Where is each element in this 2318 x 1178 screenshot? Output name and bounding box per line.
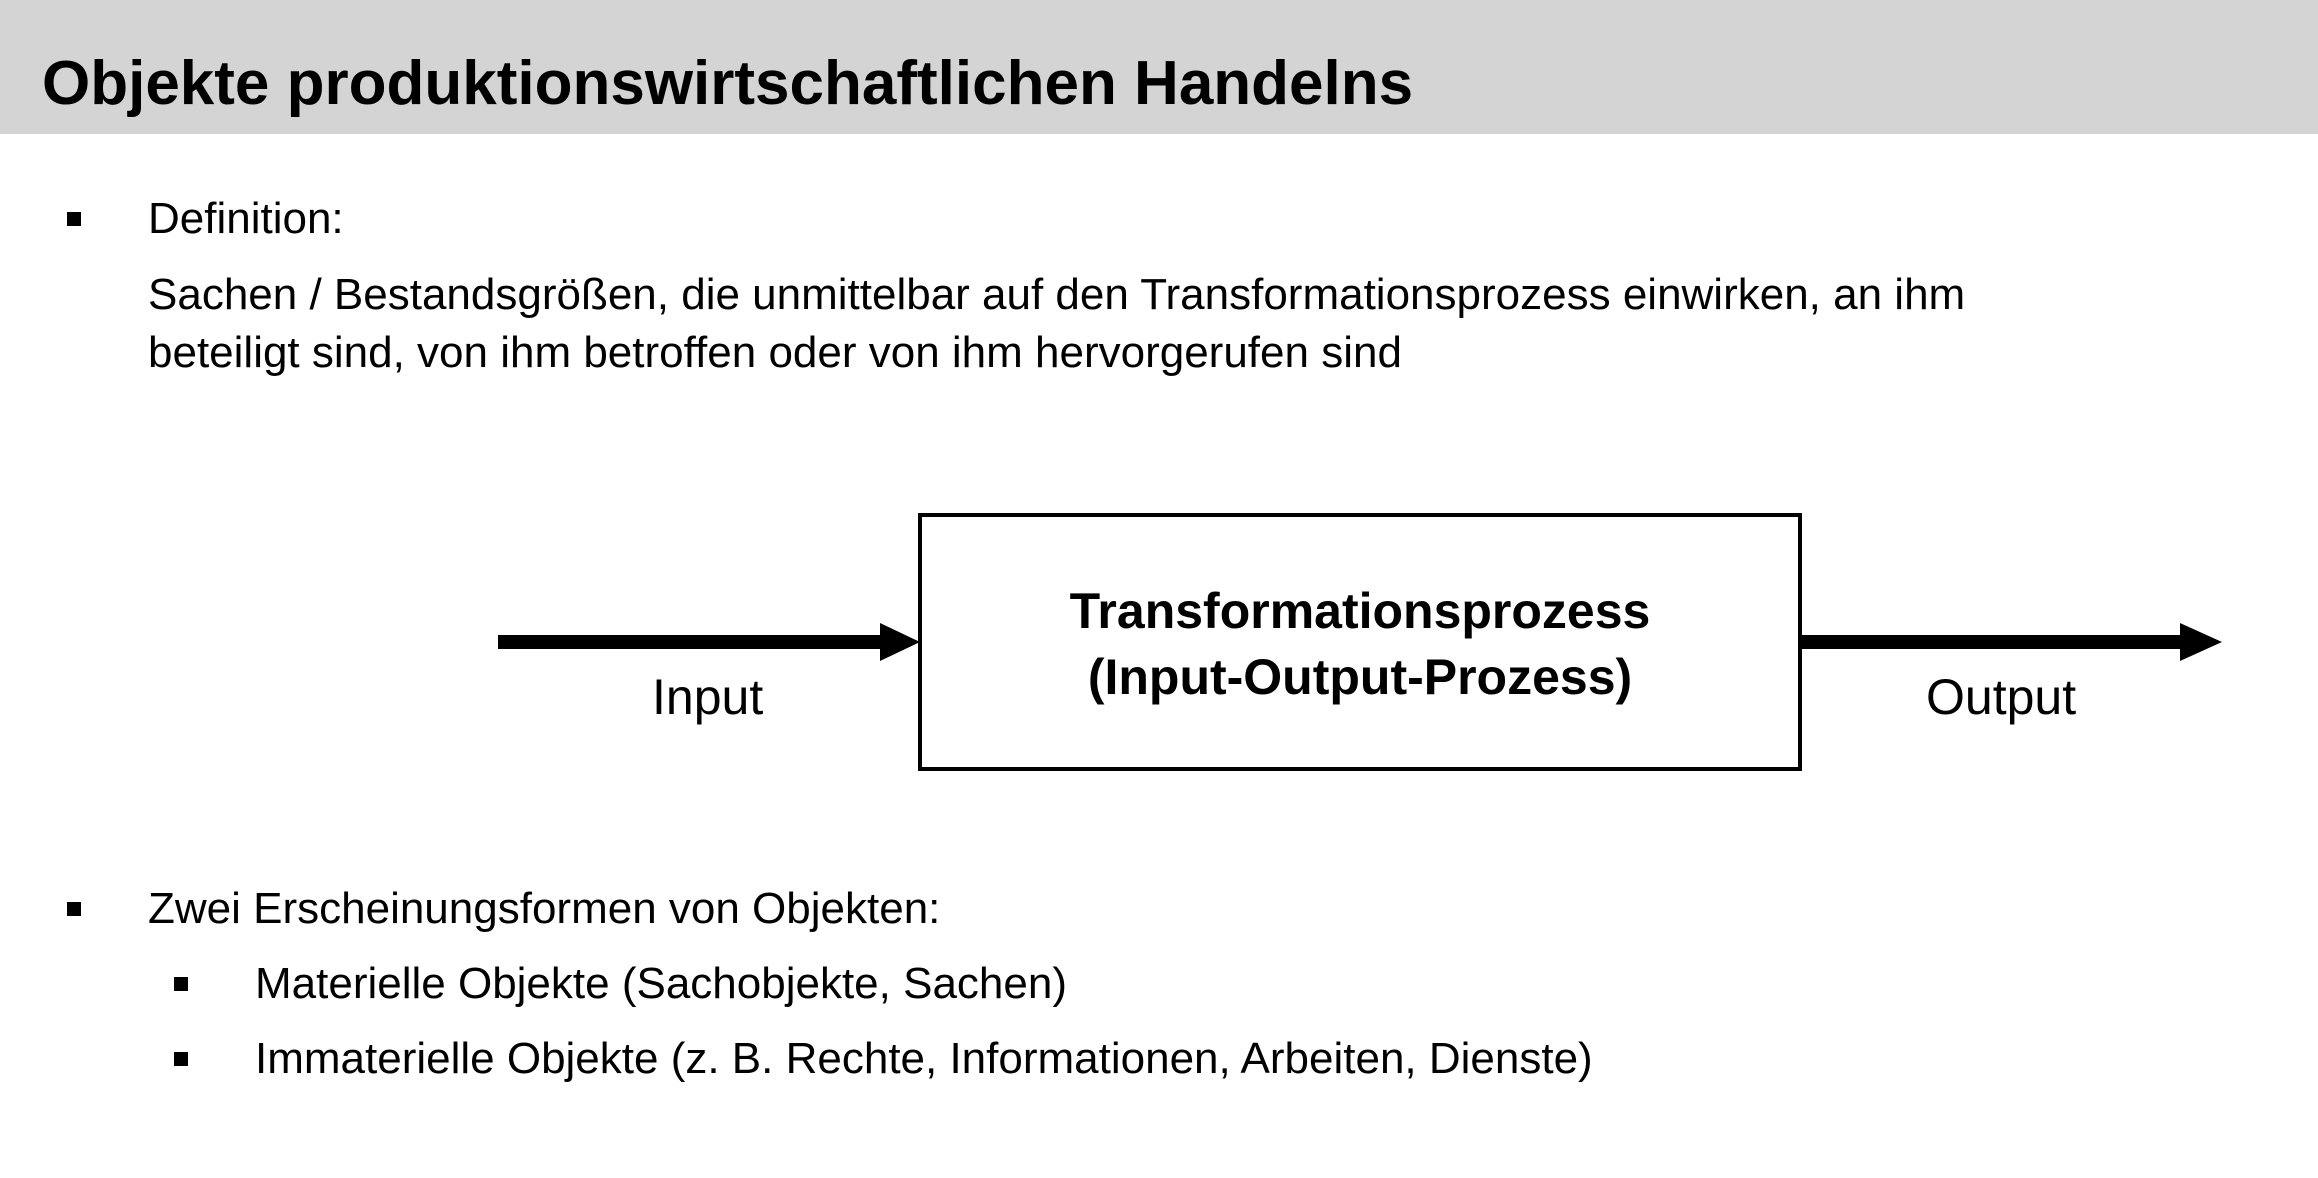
output-arrow: [1800, 623, 2222, 661]
sub-bullet-square-icon: [174, 977, 188, 991]
slide-title: Objekte produktionswirtschaftlichen Hand…: [42, 49, 1414, 118]
bullet-square-icon: [67, 212, 81, 226]
output-label: Output: [1926, 669, 2077, 725]
input-label: Input: [652, 669, 764, 725]
input-arrow: [498, 623, 920, 661]
forms-item-material: Materielle Objekte (Sachobjekte, Sachen): [255, 959, 1067, 1008]
transformation-process-box: [918, 513, 1802, 771]
process-subtitle: (Input-Output-Prozess): [1087, 649, 1633, 705]
forms-item-immaterial: Immaterielle Objekte (z. B. Rechte, Info…: [255, 1034, 1593, 1083]
definition-text-line-1: Sachen / Bestandsgrößen, die unmittelbar…: [148, 270, 1966, 319]
bullet-square-icon: [67, 902, 81, 916]
definition-label: Definition:: [148, 194, 344, 243]
sub-bullet-square-icon: [174, 1052, 188, 1066]
definition-text-line-2: beteiligt sind, von ihm betroffen oder v…: [148, 328, 1402, 377]
title-bar: [0, 0, 2318, 134]
forms-label: Zwei Erscheinungsformen von Objekten:: [148, 884, 941, 933]
process-box-label: Transformationsprozess (Input-Output-Pro…: [920, 578, 1800, 710]
process-title: Transformationsprozess: [1069, 583, 1651, 639]
